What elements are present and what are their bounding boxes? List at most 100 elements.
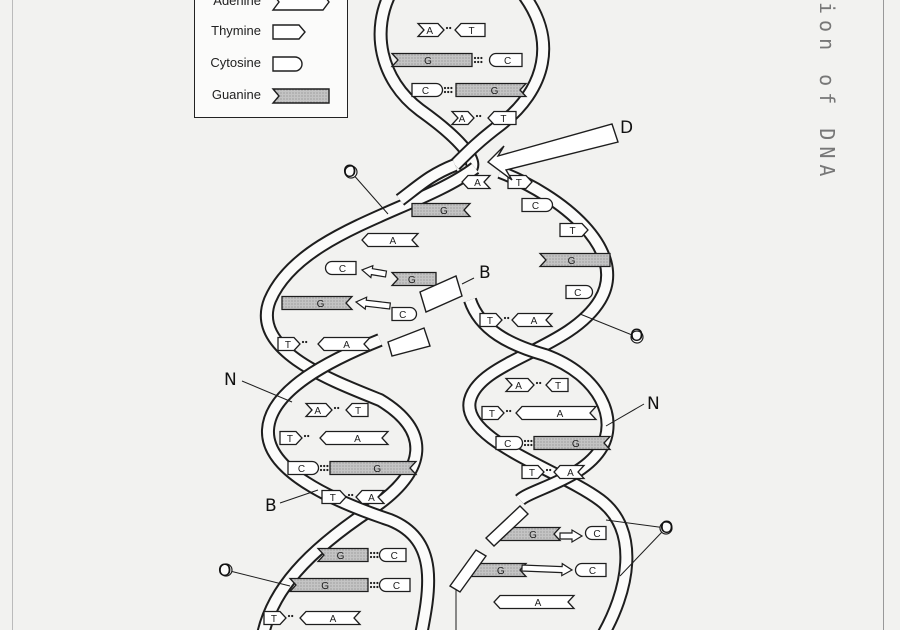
right-a-1-label: A — [535, 598, 542, 609]
left-g-2-shape — [281, 295, 354, 311]
pair-left-6-left: G — [316, 547, 369, 563]
left-g-1: G — [411, 202, 472, 218]
pair-left-6-bonds-dot — [369, 551, 373, 555]
leader-o-upper-left — [350, 171, 389, 215]
right-a-1-shape — [493, 594, 576, 610]
right-t-1-label: T — [516, 178, 522, 189]
pair-right-3-right-label: A — [557, 409, 564, 420]
pair-left-4-bonds-dot — [319, 468, 323, 472]
left-g-1-label: G — [440, 206, 448, 217]
free-g-1-shape — [390, 271, 437, 287]
legend-row-thymine: Thymine — [195, 21, 347, 43]
dna-backbones — [256, 0, 634, 630]
pair-left-2-bonds — [333, 406, 340, 410]
callout-o-lower-right: O — [660, 518, 674, 538]
right-c-1: C — [521, 197, 554, 213]
pair-left-6-right: C — [378, 547, 407, 563]
pair-left-4-bonds — [319, 464, 329, 472]
backbone-left-outer-fill — [258, 164, 479, 630]
pair-left-8-bonds-dot — [291, 614, 294, 618]
pair-left-6-right-label: C — [391, 551, 398, 562]
pair-left-4-bonds-dot — [326, 468, 329, 472]
pair-top-2-bonds — [473, 56, 483, 64]
free-c-1-label: C — [399, 310, 406, 321]
pair-left-4-bonds-dot — [323, 468, 326, 472]
pair-top-3-bonds-dot — [447, 90, 450, 94]
callout-b-center: B — [479, 263, 491, 283]
pair-left-6-left-shape — [316, 547, 369, 563]
pair-right-5-bonds — [545, 468, 552, 472]
pair-top-1-right-shape — [454, 22, 486, 38]
pair-right-1-right: A — [511, 312, 554, 328]
leader-o-lower-right-1-ring — [659, 521, 673, 535]
right-t-2: T — [559, 222, 589, 238]
pair-right-5-bonds-dot — [545, 468, 549, 472]
pair-right-1-bonds — [503, 316, 510, 320]
pair-left-4-bonds-dot — [326, 464, 329, 468]
pair-top-1-bonds-dot — [449, 26, 452, 30]
free-c-1-shape — [391, 306, 418, 322]
callout-b-lower-left: B — [265, 496, 277, 516]
pair-left-7-bonds-dot — [376, 585, 379, 589]
pair-right-4-bonds-dot — [523, 439, 527, 443]
left-c-1: C — [324, 260, 357, 276]
pair-left-8-left-label: T — [271, 614, 277, 625]
pair-right-2-left: A — [504, 377, 535, 393]
right-c-4-label: C — [589, 566, 596, 577]
pair-left-1-left-label: T — [285, 340, 291, 351]
backbone-left-inner-fill — [263, 335, 434, 630]
pair-top-2-bonds-dot — [477, 56, 480, 60]
pair-left-2-bonds-dot — [333, 406, 337, 410]
pair-right-1-right-label: A — [531, 316, 538, 327]
pair-top-3-right: G — [455, 82, 528, 98]
pair-right-3-right-shape — [515, 405, 598, 421]
adenine-arrow-icon — [271, 0, 330, 11]
pair-right-4-right-shape — [533, 435, 612, 451]
pair-left-4-bonds-dot — [323, 464, 326, 468]
leader-o-lower-right-2 — [619, 531, 663, 577]
incoming-arrow-3 — [559, 528, 584, 544]
pair-top-2-bonds-dot — [473, 60, 477, 64]
pair-left-3-left-shape — [279, 430, 303, 446]
pair-left-8-bonds — [287, 614, 294, 618]
guanine-notch-icon — [271, 88, 330, 104]
strand-fragment-4 — [448, 549, 488, 593]
right-c-2-shape — [565, 284, 594, 300]
pair-left-1-bonds-dot — [301, 340, 305, 344]
pair-left-4-right: G — [329, 460, 418, 476]
pair-right-5-bonds-dot — [549, 468, 552, 472]
legend-label-thymine: Thymine — [211, 23, 261, 38]
pair-right-3-bonds — [505, 409, 512, 413]
pair-left-2-left-label: A — [314, 406, 321, 417]
pair-top-3-right-shape — [455, 82, 528, 98]
leader-o-lower-left-ring — [219, 563, 233, 577]
pair-top-2-right-label: C — [504, 56, 511, 67]
right-c-2: C — [565, 284, 594, 300]
pair-left-6-left-label: G — [337, 551, 345, 562]
pair-top-1-bonds — [445, 26, 452, 30]
right-t-2-label: T — [570, 226, 576, 237]
pair-left-7-bonds-dot — [376, 581, 379, 585]
right-c-4: C — [574, 562, 607, 578]
left-a-1-shape — [461, 174, 492, 190]
pair-left-1-left: T — [277, 336, 301, 352]
pair-left-4-right-label: G — [373, 464, 381, 475]
pair-left-7-left: G — [288, 577, 369, 593]
pair-right-3-left-label: T — [489, 409, 495, 420]
free-c-1: C — [391, 306, 418, 322]
pair-right-5-left-label: T — [529, 468, 535, 479]
pair-right-2-left-shape — [504, 377, 535, 393]
pair-right-3-left: T — [481, 405, 505, 421]
left-g-1-shape — [411, 202, 472, 218]
pair-left-7-right-label: C — [393, 581, 400, 592]
pair-left-6-bonds-dot — [373, 551, 376, 555]
pair-left-3-left-label: T — [287, 434, 293, 445]
pair-left-4-bonds-dot — [319, 464, 323, 468]
page-edge — [883, 0, 884, 630]
pair-top-3-bonds-dot — [443, 86, 447, 90]
callout-d: D — [620, 118, 634, 138]
legend-label-guanine: Guanine — [211, 87, 261, 102]
free-g-1: G — [390, 271, 437, 287]
